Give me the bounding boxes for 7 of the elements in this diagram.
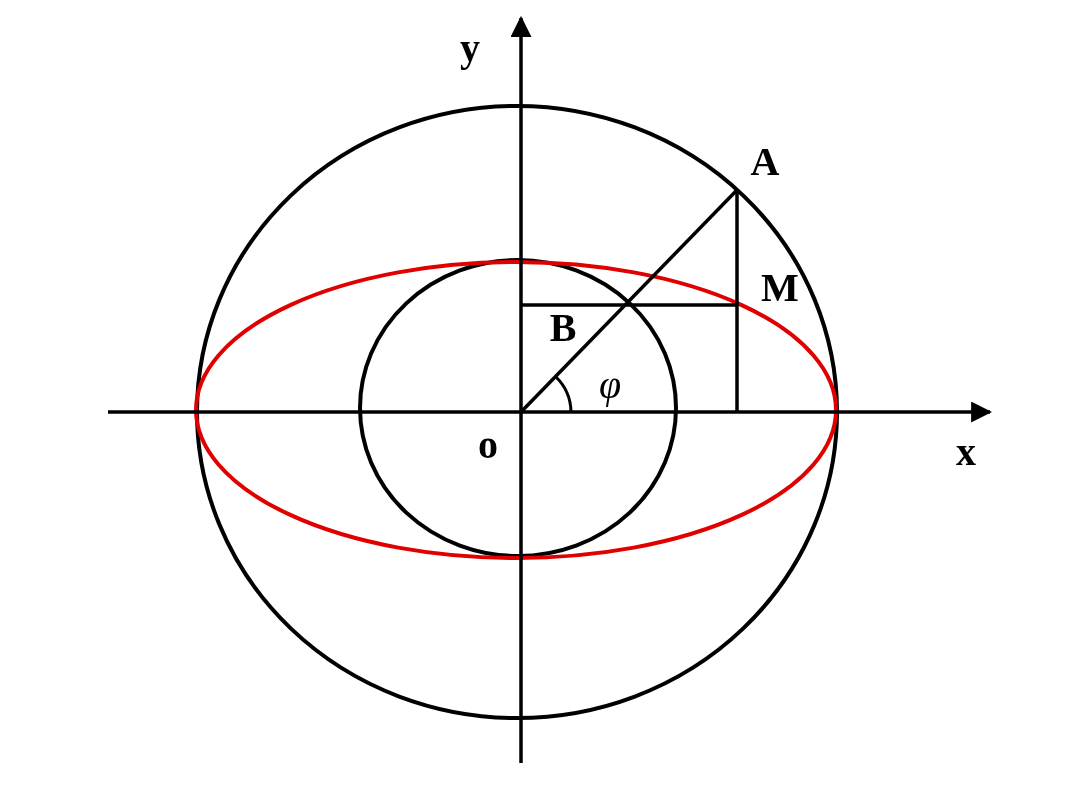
point-label: B <box>549 308 577 348</box>
point-label: M <box>761 268 799 308</box>
axis-label: x <box>956 432 976 472</box>
axis-label: y <box>460 28 480 68</box>
origin-label: o <box>478 425 498 465</box>
angle-label: φ <box>598 365 622 405</box>
point-label: A <box>750 142 780 182</box>
